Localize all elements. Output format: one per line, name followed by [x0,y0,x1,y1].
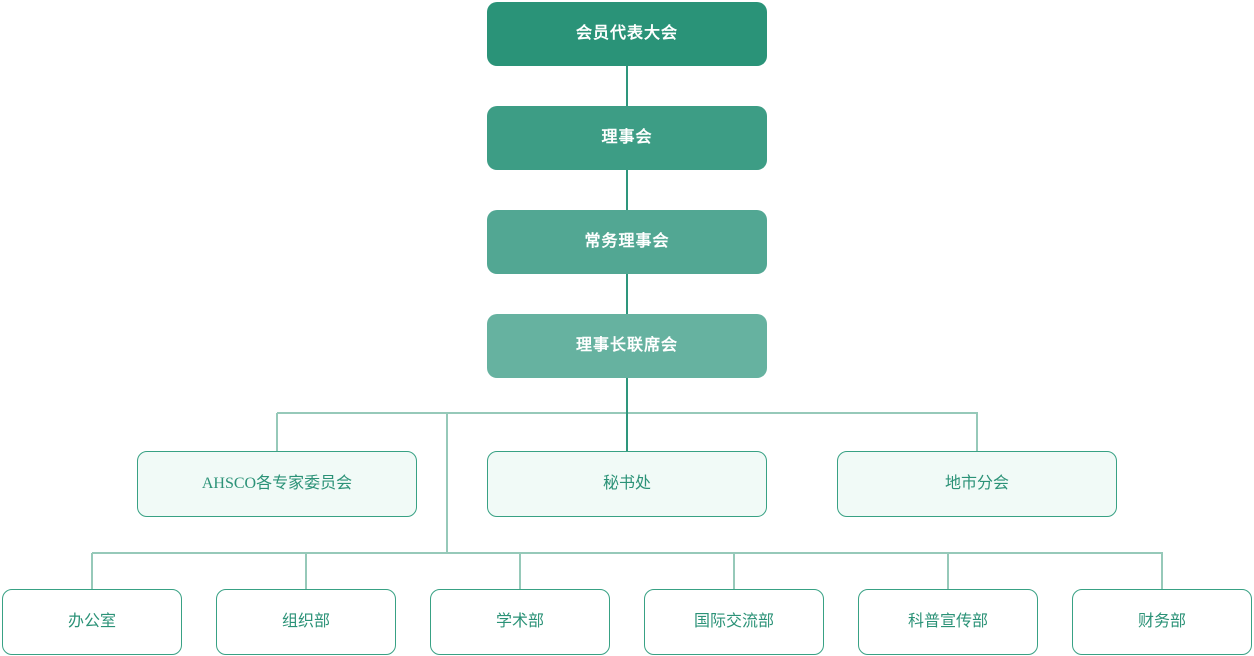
node-secretariat: 秘书处 [487,451,767,517]
node-academic-dept: 学术部 [430,589,610,655]
node-presidents-joint-meeting: 理事长联席会 [487,314,767,378]
node-council: 理事会 [487,106,767,170]
drop-international-exchange-dept [733,553,735,589]
branch-line-bottom [92,552,1163,554]
node-ahsco-expert-committees: AHSCO各专家委员会 [137,451,417,517]
drop-organization-dept [305,553,307,589]
node-office: 办公室 [2,589,182,655]
drop-finance-dept [1161,553,1163,589]
connector-standing-joint [626,274,628,314]
drop-departments-trunk [446,413,448,553]
node-finance-dept: 财务部 [1072,589,1252,655]
drop-ahsco-committees [276,413,278,451]
connector-council-standing [626,170,628,210]
node-science-publicity-dept: 科普宣传部 [858,589,1038,655]
connector-joint-secretariat [626,378,628,451]
node-international-exchange-dept: 国际交流部 [644,589,824,655]
node-standing-council: 常务理事会 [487,210,767,274]
drop-office [91,553,93,589]
node-organization-dept: 组织部 [216,589,396,655]
drop-city-branches [976,413,978,451]
connector-congress-council [626,66,628,106]
drop-academic-dept [519,553,521,589]
node-member-congress: 会员代表大会 [487,2,767,66]
drop-science-publicity-dept [947,553,949,589]
node-city-branches: 地市分会 [837,451,1117,517]
